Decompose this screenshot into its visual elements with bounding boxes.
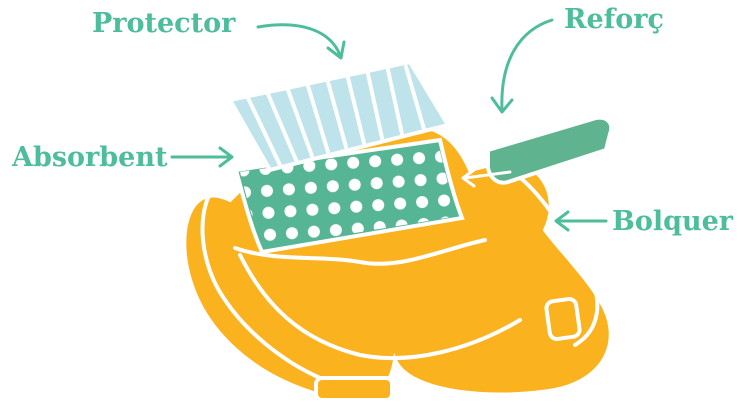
absorbent-label: Absorbent xyxy=(12,144,167,171)
protector-arrow xyxy=(258,25,340,55)
reforc-arrow xyxy=(502,20,552,110)
reforc-label: Reforç xyxy=(564,6,664,33)
protector-label: Protector xyxy=(92,10,235,37)
diaper-bottom-tab xyxy=(316,378,392,400)
bolquer-label: Bolquer xyxy=(612,208,733,235)
